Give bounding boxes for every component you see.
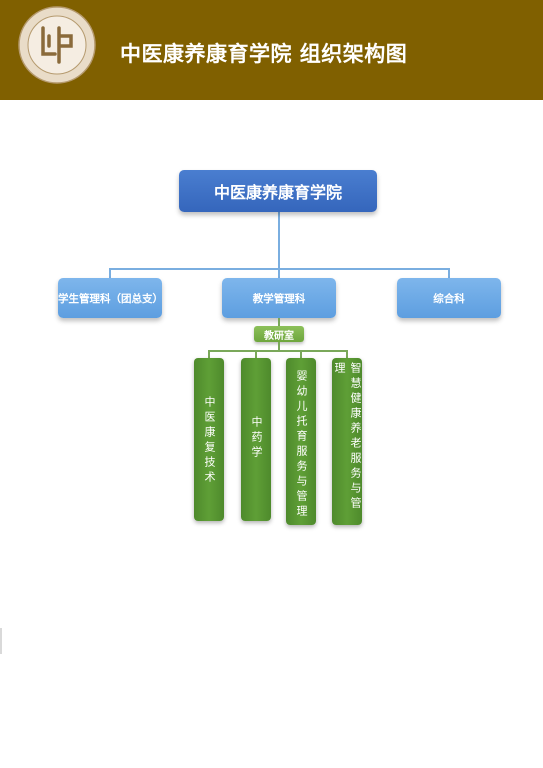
connector-dept-3 bbox=[448, 268, 450, 278]
connector-dept-1 bbox=[109, 268, 111, 278]
dept-student-management: 学生管理科（团总支） bbox=[58, 278, 163, 318]
major-label: 智慧健康养老服务与管理 bbox=[333, 362, 362, 512]
connector-major-1 bbox=[208, 350, 210, 358]
page-edge-mark bbox=[0, 628, 2, 654]
major-smart-elderly-care: 智慧健康养老服务与管理 bbox=[332, 358, 362, 525]
connector-research-down bbox=[278, 342, 280, 350]
page-title: 中医康养康育学院 组织架构图 bbox=[120, 42, 408, 66]
connector-major-4 bbox=[346, 350, 348, 358]
major-chinese-pharmacy: 中药学 bbox=[241, 358, 271, 521]
org-root-node: 中医康养康育学院 bbox=[179, 170, 377, 212]
connector-major-3 bbox=[300, 350, 302, 358]
major-infant-care: 婴幼儿托育服务与管理 bbox=[286, 358, 316, 525]
major-label: 中药学 bbox=[250, 416, 263, 461]
major-label: 中医康复技术 bbox=[203, 396, 216, 486]
dept-general-affairs: 综合科 bbox=[397, 278, 501, 318]
connector-root-down bbox=[278, 212, 280, 269]
connector-majors-horizontal bbox=[208, 350, 347, 352]
major-label: 婴幼儿托育服务与管理 bbox=[295, 370, 308, 520]
college-logo bbox=[18, 6, 96, 84]
dept-teaching-management: 教学管理科 bbox=[222, 278, 336, 318]
connector-teaching-to-research bbox=[278, 318, 280, 326]
major-tcm-rehabilitation: 中医康复技术 bbox=[194, 358, 224, 521]
teaching-research-office: 教研室 bbox=[254, 326, 304, 342]
header-bar: 中医康养康育学院 组织架构图 bbox=[0, 0, 543, 100]
connector-dept-2 bbox=[278, 268, 280, 278]
connector-major-2 bbox=[255, 350, 257, 358]
